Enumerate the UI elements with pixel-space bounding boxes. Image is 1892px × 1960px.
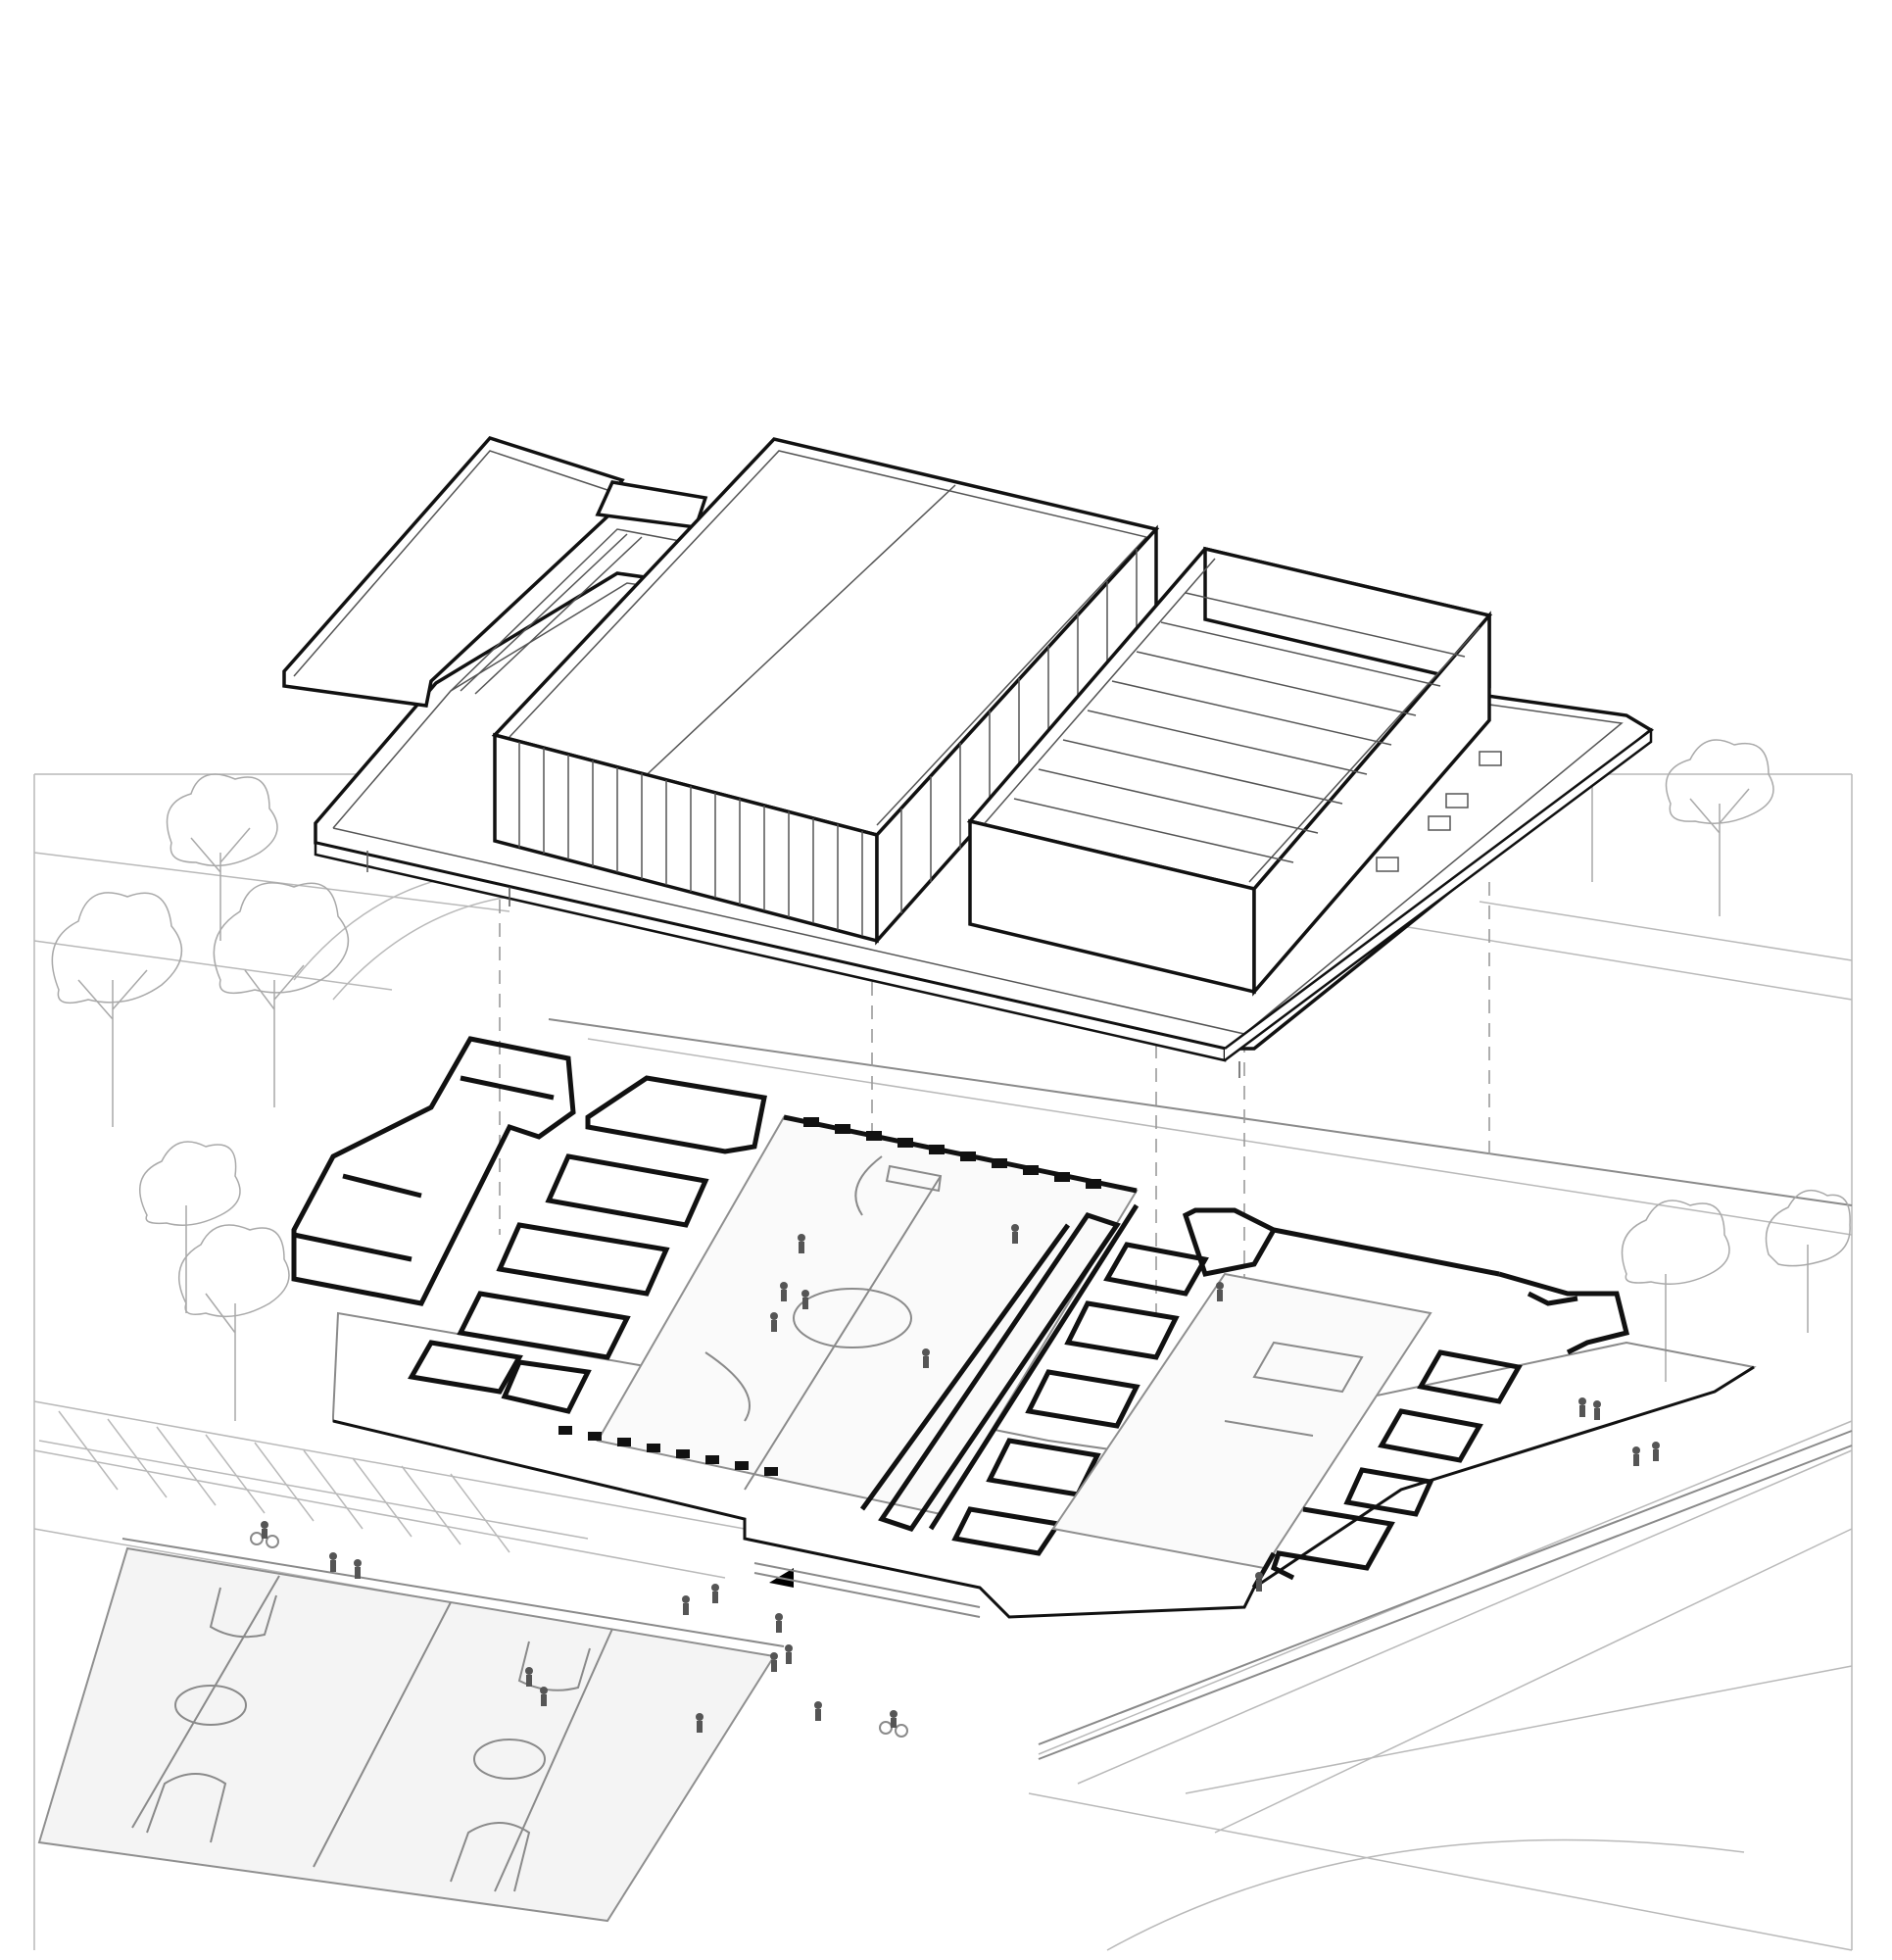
person-icon — [775, 1613, 783, 1633]
hall-columns — [803, 1117, 1101, 1189]
person-icon — [1593, 1400, 1601, 1420]
tree-icon — [51, 892, 183, 1127]
roof-vents — [1376, 751, 1502, 872]
person-icon — [329, 1552, 337, 1572]
hall-facade-fins — [518, 549, 1138, 936]
tree-icon — [213, 882, 350, 1107]
person-icon — [1652, 1442, 1660, 1461]
person-icon — [696, 1713, 703, 1733]
hall-columns-lower — [558, 1426, 778, 1476]
tree-icon — [1665, 739, 1774, 916]
person-icon — [354, 1559, 362, 1579]
person-icon — [540, 1687, 548, 1706]
person-icon — [785, 1644, 793, 1664]
person-icon — [1216, 1282, 1224, 1301]
cyclist-icon — [250, 1521, 279, 1548]
person-icon — [780, 1282, 788, 1301]
tree-icon — [1765, 1189, 1851, 1333]
person-icon — [1255, 1572, 1263, 1592]
person-icon — [1578, 1397, 1586, 1417]
person-icon — [770, 1312, 778, 1332]
person-icon — [525, 1667, 533, 1687]
person-icon — [922, 1348, 930, 1368]
person-icon — [770, 1652, 778, 1672]
person-icon — [682, 1595, 690, 1615]
site-context — [33, 773, 1853, 1951]
roof-level — [282, 435, 1655, 1078]
tree-icon — [166, 773, 278, 941]
tree-icon — [139, 1141, 241, 1313]
cyclist-icon — [879, 1710, 908, 1738]
tree-icon — [1621, 1200, 1730, 1382]
parking-stalls — [38, 1410, 589, 1553]
outdoor-sports-courts — [37, 1538, 785, 1923]
people — [250, 1224, 1660, 1738]
person-icon — [1011, 1224, 1019, 1244]
ground-floor-plan — [291, 1036, 1757, 1619]
tree-icon — [178, 1224, 290, 1421]
person-icon — [814, 1701, 822, 1721]
trees — [51, 739, 1851, 1421]
person-icon — [1632, 1446, 1640, 1466]
person-icon — [801, 1290, 809, 1309]
person-icon — [711, 1584, 719, 1603]
person-icon — [798, 1234, 805, 1253]
skylight-bands — [984, 558, 1480, 883]
